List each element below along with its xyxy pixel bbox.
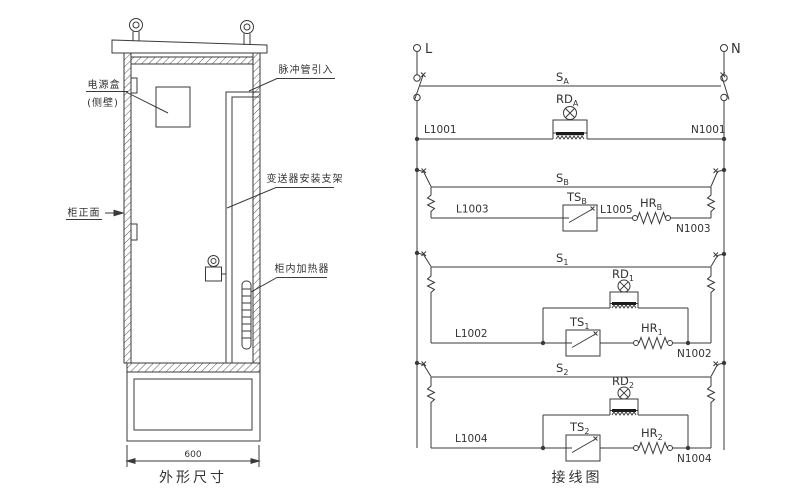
switch-label-s1: S1	[556, 251, 568, 267]
heater-label-hr1: HR1	[641, 321, 663, 337]
wire-label-l1005: L1005	[600, 204, 633, 216]
wire-label-l1004: L1004	[455, 433, 488, 445]
switch-label-sb: SB	[556, 171, 569, 187]
wire-label-l1003: L1003	[456, 204, 489, 216]
junction-dots	[414, 136, 727, 451]
label-transmitter-bracket: 变送器安装支架	[267, 172, 344, 185]
lamp-label-rda: RDA	[556, 92, 579, 108]
caption-outline-drawing: 外形尺寸	[159, 470, 227, 486]
lamp-rda	[552, 106, 588, 140]
wire-label-n1003: N1003	[676, 223, 711, 235]
pulse-tube-leader	[248, 78, 335, 92]
lamp-rd1	[609, 279, 639, 309]
cabinet-wall-right	[252, 52, 261, 364]
label-cabinet-front: 柜正面	[68, 206, 101, 219]
terminal-l-label: L	[425, 42, 433, 57]
fuse-left-2	[426, 377, 436, 448]
live-bus	[413, 44, 426, 448]
switch-label-sa: SA	[556, 70, 569, 86]
cabinet-wall-left	[123, 52, 132, 364]
cabinet-top-plate	[130, 56, 254, 65]
lamp-rd2	[609, 386, 639, 416]
power-box	[155, 86, 191, 128]
fuse-left-b	[426, 187, 436, 218]
cabinet-base-inner-panel	[133, 378, 253, 431]
cabinet-bottom-plate	[126, 362, 261, 373]
thermostat-ts1	[565, 329, 601, 357]
thermostat-tsb	[562, 204, 598, 232]
thermostat-label-ts2: TS2	[569, 420, 589, 436]
circuit-row-a	[417, 85, 724, 140]
lamp-label-rd1: RD1	[612, 267, 634, 283]
cabinet-cap-plate	[111, 39, 268, 54]
cabinet-front-arrowhead	[113, 209, 125, 217]
circuit-row-2	[416, 361, 725, 462]
cabinet-base	[126, 371, 261, 442]
circuit-row-b	[416, 168, 725, 232]
label-power-box-location: (侧壁)	[87, 96, 119, 109]
dimension-600	[125, 445, 261, 467]
caption-wiring-diagram: 接线图	[552, 469, 603, 486]
fuse-right-1	[706, 267, 716, 343]
fuse-right-b	[706, 187, 716, 218]
terminal-n-label: N	[731, 42, 741, 57]
wiring-diagram	[413, 44, 730, 462]
label-power-box: 电源盒	[88, 78, 121, 91]
fuse-left-1	[426, 267, 436, 343]
circuit-row-1	[416, 251, 725, 357]
transmitter-bracket-leader	[226, 187, 334, 209]
heater-label-hr2: HR2	[641, 426, 663, 442]
heater-hr1	[638, 336, 668, 350]
lifting-ring-right-icon	[240, 20, 254, 45]
fuse-right-2	[706, 377, 716, 448]
wire-label-n1002: N1002	[677, 348, 712, 360]
label-pulse-tube-inlet: 脉冲管引入	[279, 63, 334, 76]
wire-label-n1004: N1004	[677, 453, 712, 465]
thermostat-ts2	[565, 434, 601, 462]
switch-label-s2: S2	[556, 361, 568, 377]
cabinet-heater-element	[241, 280, 252, 350]
wire-label-l1001: L1001	[424, 124, 457, 136]
heater-hrb	[637, 211, 666, 225]
door-hinge-top	[130, 77, 138, 94]
lifting-ring-left-icon	[129, 18, 143, 41]
lamp-label-rd2: RD2	[612, 374, 634, 390]
label-cabinet-heater: 柜内加热器	[275, 262, 330, 275]
cabinet-outline-drawing	[66, 18, 335, 467]
cabinet-heater-leader	[250, 277, 327, 293]
thermostat-label-ts1: TS1	[569, 315, 589, 331]
wire-label-l1002: L1002	[455, 328, 488, 340]
wire-label-n1001: N1001	[691, 124, 726, 136]
heater-hr2	[638, 441, 668, 455]
thermostat-label-tsb: TSB	[566, 190, 587, 206]
dimension-value: 600	[184, 450, 201, 460]
neutral-bus	[720, 44, 730, 450]
heater-label-hrb: HRB	[640, 196, 662, 212]
transmitter	[205, 255, 226, 282]
power-box-leader	[86, 91, 169, 114]
door-hinge-middle	[130, 223, 138, 241]
pulse-tube	[225, 91, 259, 363]
